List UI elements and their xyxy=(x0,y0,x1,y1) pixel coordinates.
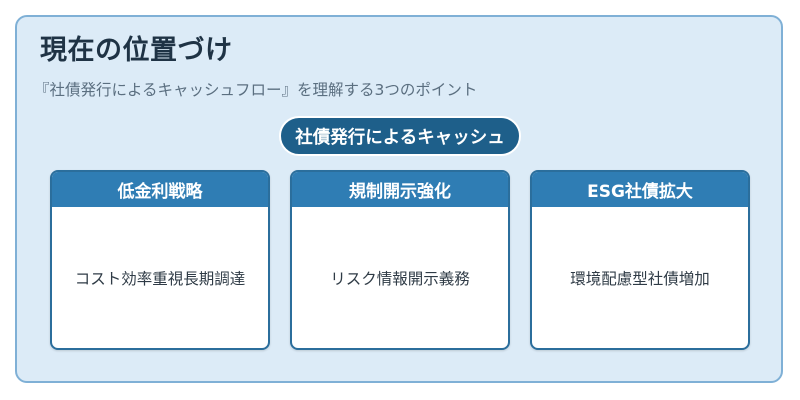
point-card-3-body: 環境配慮型社債増加 xyxy=(570,269,710,288)
page-subtitle: 『社債発行によるキャッシュフロー』を理解する3つのポイント xyxy=(34,81,478,99)
point-card-2-heading: 規制開示強化 xyxy=(292,172,508,207)
point-card-1-body: コスト効率重視長期調達 xyxy=(74,269,246,288)
page-title: 現在の位置づけ xyxy=(40,35,233,66)
point-card-2-body: リスク情報開示義務 xyxy=(330,269,470,288)
point-card-3: ESG社債拡大 環境配慮型社債増加 xyxy=(530,170,750,350)
point-card-1: 低金利戦略 コスト効率重視長期調達 xyxy=(50,170,270,350)
point-card-2: 規制開示強化 リスク情報開示義務 xyxy=(290,170,510,350)
point-card-3-heading: ESG社債拡大 xyxy=(532,172,748,207)
center-node: 社債発行によるキャッシュ xyxy=(279,116,521,156)
point-card-1-heading: 低金利戦略 xyxy=(52,172,268,207)
center-node-label: 社債発行によるキャッシュ xyxy=(295,127,505,148)
